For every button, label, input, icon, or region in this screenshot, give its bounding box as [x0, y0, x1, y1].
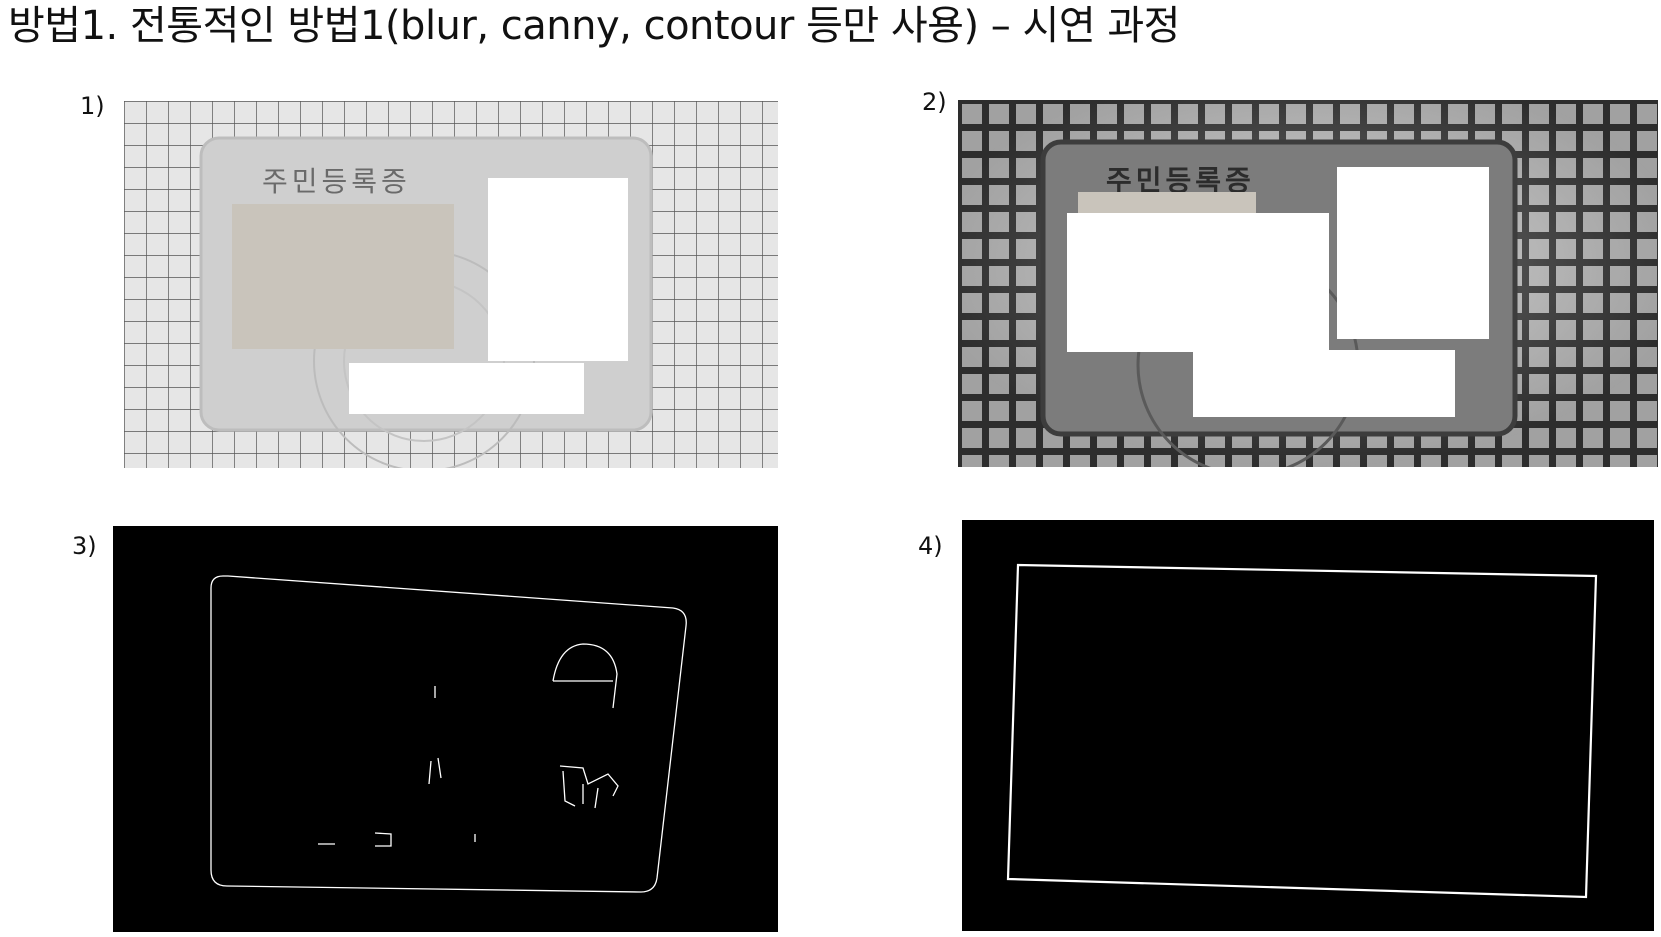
- panel-3-label: 3): [72, 532, 97, 560]
- card-text-2: 주민등록증: [1106, 164, 1255, 197]
- face-edge: [552, 643, 618, 709]
- panel-4-contour-result: [962, 520, 1654, 931]
- redaction-white-photo: [1337, 167, 1489, 339]
- redaction-white-photo: [488, 178, 628, 361]
- redaction-white-bottom: [1193, 350, 1455, 417]
- panel-2-enhanced-image: 주민등록증: [958, 100, 1658, 467]
- redaction-white-left: [1067, 213, 1329, 352]
- slide-title: 방법1. 전통적인 방법1(blur, canny, contour 등만 사용…: [8, 3, 1180, 49]
- card-outline-edge: [210, 575, 687, 893]
- panel-2-label: 2): [922, 88, 947, 116]
- detected-card-contour: [1006, 563, 1598, 899]
- card-text-1: 주민등록증: [262, 165, 411, 198]
- panel-1-grayscale-image: 주민등록증: [124, 101, 778, 468]
- redaction-white-bottom: [349, 363, 584, 414]
- redaction-beige-strip: [1078, 192, 1256, 214]
- panel-4-label: 4): [918, 532, 943, 560]
- panel-1-label: 1): [80, 92, 105, 120]
- redaction-beige: [232, 204, 454, 349]
- panel-3-canny-edges: [113, 526, 778, 932]
